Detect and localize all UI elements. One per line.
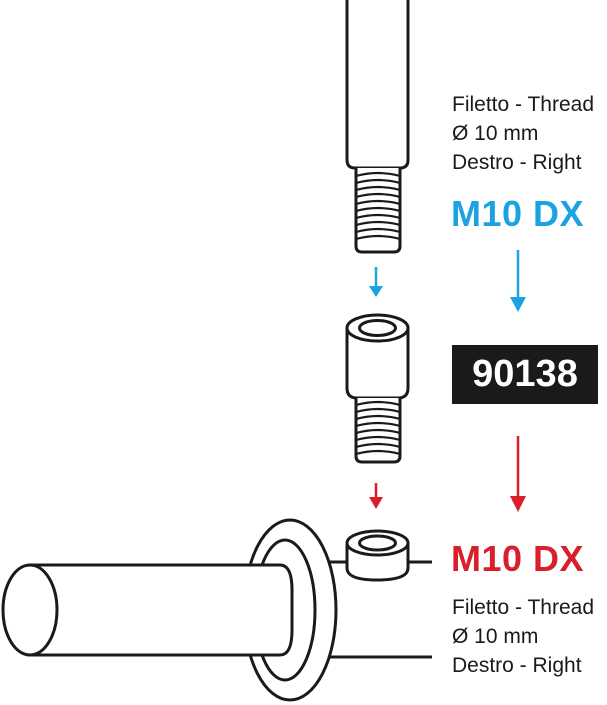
- mirror-stem: [345, 0, 410, 170]
- arrow-down-icon: [369, 497, 383, 509]
- handlebar: [1, 518, 432, 702]
- bottom-spec-diameter: Ø 10 mm: [452, 625, 539, 648]
- adapter-part: [345, 313, 410, 464]
- bottom-spec-direction: Destro - Right: [452, 654, 582, 677]
- top-spec-direction: Destro - Right: [452, 151, 582, 174]
- threaded-socket: [345, 529, 410, 582]
- top-spec-diameter: Ø 10 mm: [452, 122, 539, 145]
- top-spec-thread: Filetto - Thread: [452, 93, 595, 116]
- bottom-big-arrow: [510, 436, 526, 512]
- bottom-small-arrow: [369, 483, 383, 509]
- arrow-down-icon: [510, 496, 526, 512]
- part-number: 90138: [472, 353, 578, 395]
- mirror-stem-thread: [354, 168, 402, 254]
- bottom-thread-code: M10 DX: [451, 538, 585, 579]
- bottom-spec-thread: Filetto - Thread: [452, 596, 595, 619]
- top-thread-code: M10 DX: [451, 193, 585, 234]
- part-number-box: 90138: [452, 345, 598, 404]
- arrow-down-icon: [510, 297, 526, 312]
- arrow-down-icon: [369, 286, 383, 297]
- top-small-arrow: [369, 267, 383, 297]
- top-big-arrow: [510, 250, 526, 312]
